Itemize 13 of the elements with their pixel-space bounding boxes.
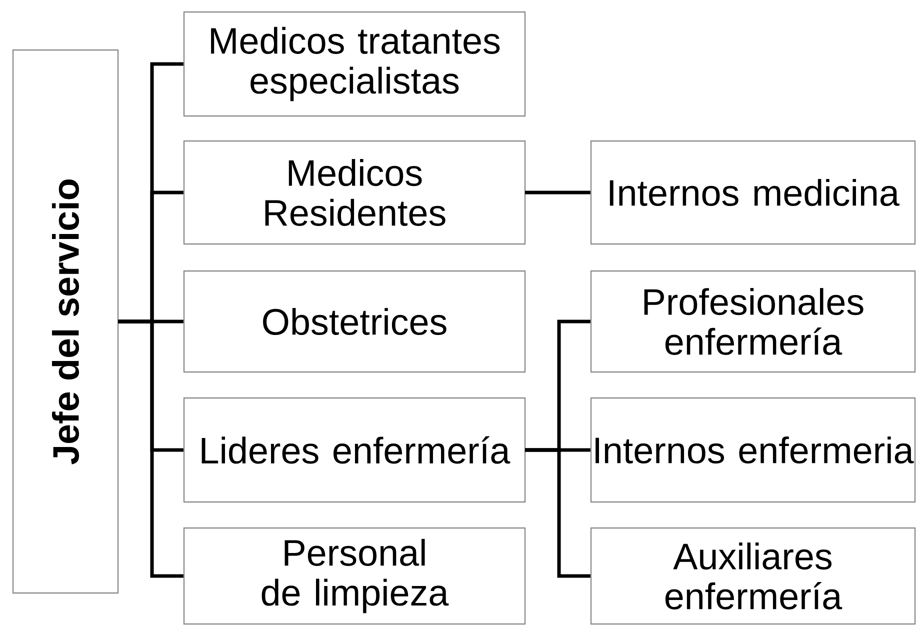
role-box: Obstetrices xyxy=(183,270,526,373)
connector-line xyxy=(525,448,590,578)
connector-line xyxy=(118,320,184,578)
role-box: Internos enfermeria xyxy=(590,397,916,503)
connector-line xyxy=(525,190,590,194)
role-box: Profesionales enfermería xyxy=(590,270,916,373)
role-box: Medicos tratantes especialistas xyxy=(183,11,526,117)
role-box: Medicos Residentes xyxy=(183,140,526,245)
role-box: Auxiliares enfermería xyxy=(590,527,916,625)
role-box: Personal de limpieza xyxy=(183,527,526,625)
header-box: Jefe del servicio xyxy=(12,49,119,594)
role-box: Lideres enfermería xyxy=(183,397,526,503)
role-box: Internos medicina xyxy=(590,140,916,245)
